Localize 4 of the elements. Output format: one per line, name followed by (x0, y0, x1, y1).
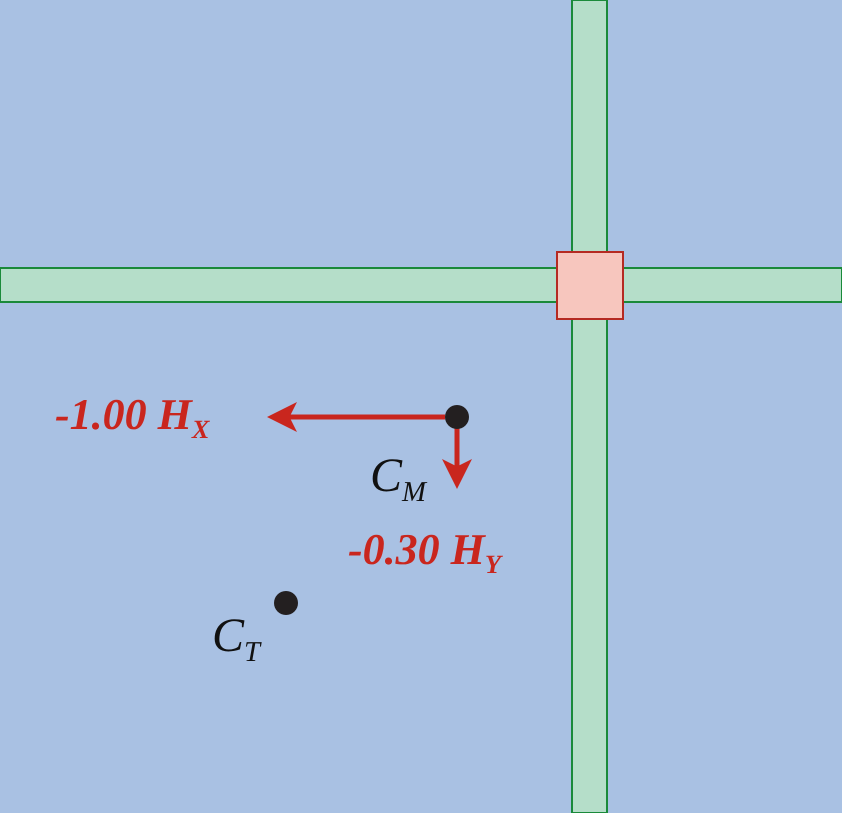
point-label: C$_{M}$ (370, 452, 426, 507)
point-label: C$_{T}$ (212, 612, 260, 667)
force-label: -1.00 H$_{X}$ (55, 393, 210, 443)
force-label: -0.30 H$_{Y}$ (348, 528, 502, 578)
